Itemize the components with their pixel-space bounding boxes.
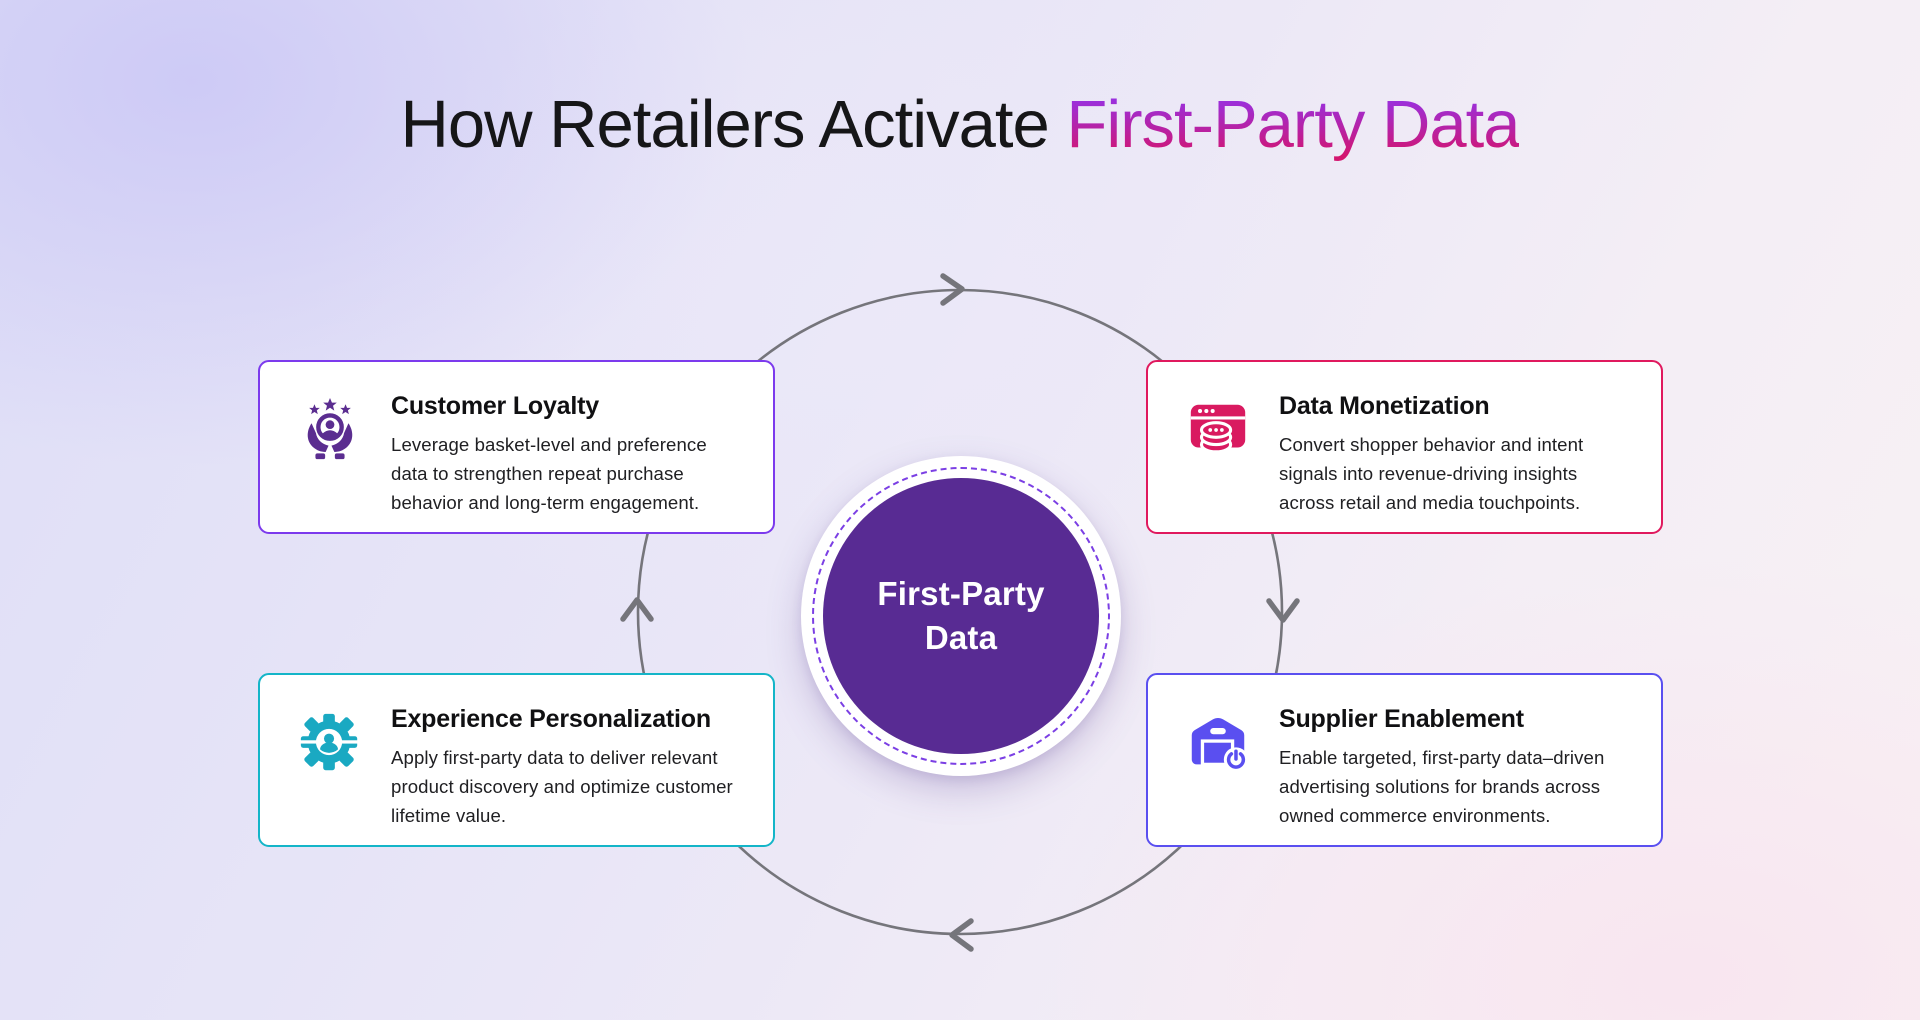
card-description: Enable targeted, first-party data–driven…	[1279, 747, 1605, 826]
card-data-monetization: Data Monetization Convert shopper behavi…	[1146, 360, 1663, 534]
card-description: Leverage basket-level and preference dat…	[391, 434, 707, 513]
card-title: Customer Loyalty	[391, 392, 599, 420]
arrow-top-clockwise-icon	[940, 273, 965, 306]
arrow-right-clockwise-icon	[1266, 598, 1300, 623]
card-text-block: Experience Personalization Apply first-p…	[391, 705, 745, 830]
center-badge-label: First-Party Data	[877, 575, 1045, 656]
page-title-highlight: First-Party Data	[1066, 87, 1520, 162]
card-text-block: Supplier Enablement Enable targeted, fir…	[1279, 705, 1633, 830]
card-title: Supplier Enablement	[1279, 705, 1524, 733]
center-badge-core: First-Party Data	[823, 478, 1099, 754]
page-title-prefix: How Retailers Activate	[400, 87, 1050, 162]
card-title: Data Monetization	[1279, 392, 1490, 420]
card-customer-loyalty: Customer Loyalty Leverage basket-level a…	[258, 360, 775, 534]
warehouse-power-icon	[1184, 709, 1252, 777]
arrow-bottom-clockwise-icon	[949, 918, 974, 952]
hands-holding-customer-stars-icon	[296, 396, 364, 464]
gear-user-icon	[296, 709, 364, 777]
center-badge-dashed-ring	[812, 467, 1110, 765]
card-title: Experience Personalization	[391, 705, 711, 733]
browser-data-coins-icon	[1184, 396, 1252, 464]
card-text-block: Data Monetization Convert shopper behavi…	[1279, 392, 1633, 517]
card-text-block: Customer Loyalty Leverage basket-level a…	[391, 392, 745, 517]
center-badge: First-Party Data	[801, 456, 1121, 776]
card-description: Convert shopper behavior and intent sign…	[1279, 434, 1584, 513]
card-supplier-enablement: Supplier Enablement Enable targeted, fir…	[1146, 673, 1663, 847]
page-title: How Retailers Activate First-Party Data	[0, 86, 1920, 163]
arrow-left-clockwise-icon	[620, 597, 654, 622]
card-description: Apply first-party data to deliver releva…	[391, 747, 733, 826]
card-experience-personalization: Experience Personalization Apply first-p…	[258, 673, 775, 847]
